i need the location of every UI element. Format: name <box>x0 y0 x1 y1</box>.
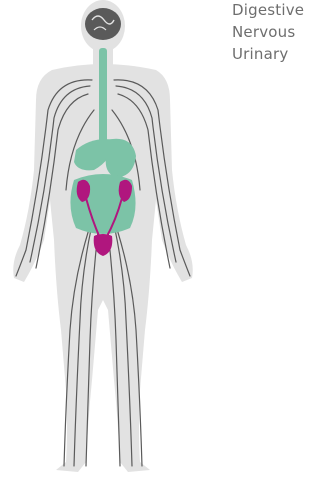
legend-item-nervous: Nervous <box>232 21 327 43</box>
anatomy-figure <box>0 0 230 485</box>
body-diagram <box>0 0 230 485</box>
legend-item-digestive: Digestive <box>232 0 327 21</box>
esophagus <box>99 48 107 143</box>
brain <box>85 8 121 40</box>
legend: Digestive Nervous Urinary <box>232 0 327 65</box>
legend-item-urinary: Urinary <box>232 43 327 65</box>
